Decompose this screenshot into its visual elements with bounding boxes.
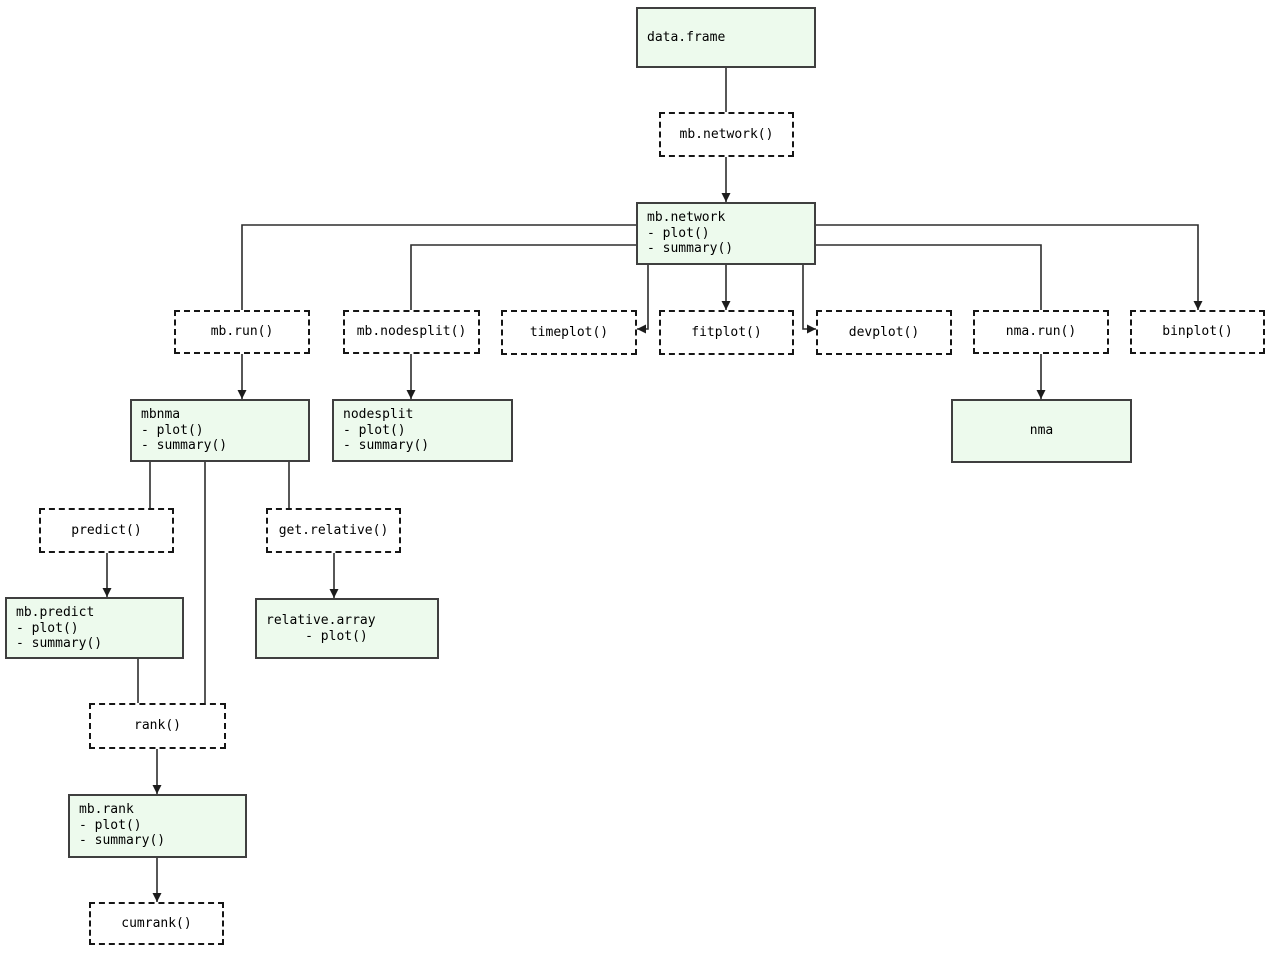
edge-mbnetwork-devplot	[802, 265, 816, 334]
node-label: mb.network - plot() - summary()	[647, 210, 734, 256]
edge-mbnetwork-timeplot	[637, 265, 649, 334]
node-label: timeplot()	[529, 324, 609, 340]
node-mb-network: mb.network - plot() - summary()	[636, 202, 816, 265]
node-label: mb.network()	[679, 126, 774, 142]
node-predict: predict()	[39, 508, 174, 553]
node-label: binplot()	[1162, 324, 1233, 340]
node-rank: rank()	[89, 703, 226, 749]
node-mb-rank: mb.rank - plot() - summary()	[68, 794, 247, 858]
node-label: mb.run()	[210, 324, 274, 340]
node-fitplot: fitplot()	[659, 310, 794, 355]
node-label: mbnma - plot() - summary()	[141, 407, 228, 453]
node-nodesplit: nodesplit - plot() - summary()	[332, 399, 513, 462]
node-label: mb.nodesplit()	[356, 324, 467, 340]
node-cumrank: cumrank()	[89, 902, 224, 945]
edge-mbnetwork-mbnodesplit	[410, 244, 636, 310]
node-mb-network-call: mb.network()	[659, 112, 794, 157]
node-devplot: devplot()	[816, 310, 952, 355]
node-label: cumrank()	[121, 915, 192, 931]
node-label: get.relative()	[278, 522, 389, 538]
node-label: devplot()	[848, 324, 920, 340]
node-nma-run: nma.run()	[973, 310, 1109, 354]
node-label: nodesplit - plot() - summary()	[343, 407, 430, 453]
node-label: fitplot()	[691, 324, 762, 340]
node-data-frame: data.frame	[636, 7, 816, 68]
node-timeplot: timeplot()	[501, 310, 637, 355]
node-mb-run: mb.run()	[174, 310, 310, 354]
node-label: nma	[1029, 423, 1054, 439]
edge-mbnetwork-nmarun	[816, 244, 1042, 310]
node-mb-predict: mb.predict - plot() - summary()	[5, 597, 184, 659]
node-label: rank()	[134, 718, 181, 734]
edge-mbnetwork-mbrun	[241, 224, 636, 310]
node-mb-nodesplit: mb.nodesplit()	[343, 310, 480, 354]
node-mbnma: mbnma - plot() - summary()	[130, 399, 310, 462]
node-binplot: binplot()	[1130, 310, 1265, 354]
node-nma: nma	[951, 399, 1132, 463]
node-relative-array: relative.array - plot()	[255, 598, 439, 659]
node-label: relative.array - plot()	[266, 613, 376, 644]
node-label: mb.predict - plot() - summary()	[16, 605, 103, 651]
node-get-relative: get.relative()	[266, 508, 401, 553]
node-label: predict()	[71, 522, 142, 538]
edge-mbnetwork-binplot	[816, 224, 1203, 310]
node-label: mb.rank - plot() - summary()	[79, 802, 166, 848]
node-label: nma.run()	[1005, 324, 1077, 340]
node-label: data.frame	[647, 29, 726, 45]
